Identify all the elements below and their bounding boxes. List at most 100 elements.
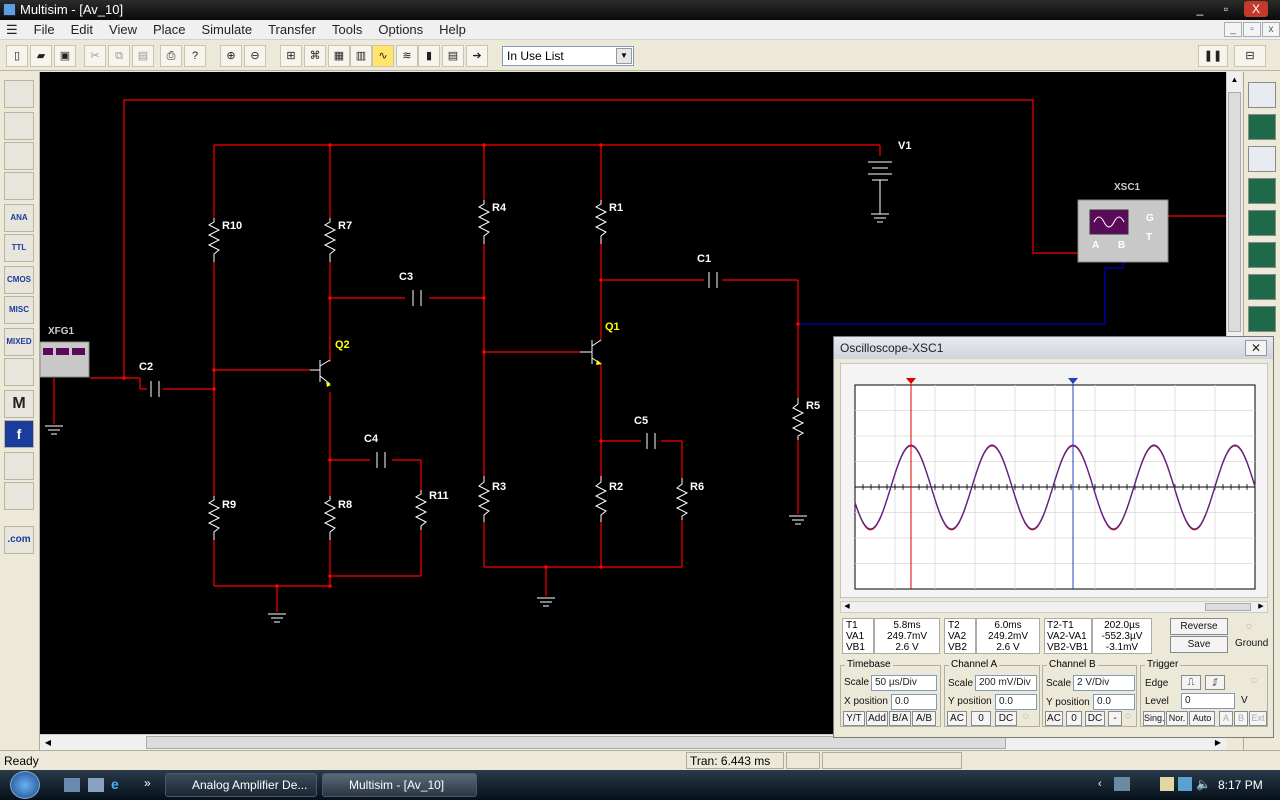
electrical-rules-icon[interactable]: ▮	[418, 45, 440, 67]
hierarchy-icon[interactable]: ⊞	[280, 45, 302, 67]
falling-edge-icon[interactable]: ⎎	[1205, 675, 1225, 690]
ab-button[interactable]: A/B	[912, 711, 936, 726]
channel-a-scale-field[interactable]: 200 mV/Div	[975, 675, 1037, 691]
pause-simulation-icon[interactable]: ❚❚	[1198, 45, 1228, 67]
basic-icon[interactable]	[4, 112, 34, 140]
tray-folder-icon[interactable]	[1160, 777, 1174, 791]
scope-scroll-left-icon[interactable]: ◀	[844, 603, 850, 610]
transistor-icon[interactable]	[4, 172, 34, 200]
database-icon[interactable]: ⌘	[304, 45, 326, 67]
menu-help[interactable]: Help	[439, 22, 466, 37]
cursor-t1-handle[interactable]	[906, 378, 916, 384]
normal-button[interactable]: Nor.	[1166, 711, 1188, 726]
channel-b-invert-button[interactable]: -	[1108, 711, 1122, 726]
multimeter-icon[interactable]	[1248, 82, 1276, 108]
zoom-out-icon[interactable]: ⊖	[244, 45, 266, 67]
word-generator-icon[interactable]	[1248, 242, 1276, 268]
maximize-button[interactable]: ▫	[1223, 2, 1229, 16]
yt-button[interactable]: Y/T	[843, 711, 865, 726]
scope-scroll-thumb[interactable]	[1205, 603, 1251, 611]
function-generator-icon[interactable]	[1248, 114, 1276, 140]
scroll-right-icon[interactable]: ▶	[1214, 738, 1222, 747]
component-wizard-icon[interactable]: ▦	[328, 45, 350, 67]
trigger-b-button[interactable]: B	[1234, 711, 1248, 726]
grapher-icon[interactable]: ∿	[372, 45, 394, 67]
save-button[interactable]: Save	[1170, 636, 1228, 653]
menu-edit[interactable]: Edit	[70, 22, 94, 37]
menu-simulate[interactable]: Simulate	[201, 22, 253, 37]
channel-b-ypos-field[interactable]: 0.0	[1093, 694, 1135, 710]
channel-b-scale-field[interactable]: 2 V/Div	[1073, 675, 1135, 691]
print-icon[interactable]: ⎙	[160, 45, 182, 67]
misc-icon[interactable]: M	[4, 390, 34, 418]
oscilloscope-close-icon[interactable]: ✕	[1245, 340, 1267, 356]
bode-plotter-icon[interactable]	[1248, 210, 1276, 236]
wattmeter-icon[interactable]	[1248, 146, 1276, 172]
logic-converter-icon[interactable]	[1248, 306, 1276, 332]
ba-button[interactable]: B/A	[889, 711, 911, 726]
horizontal-scrollbar[interactable]: ◀ ▶	[40, 734, 1226, 750]
channel-b-zero-button[interactable]: 0	[1066, 711, 1082, 726]
minimize-button[interactable]: _	[1196, 2, 1204, 16]
timebase-scale-field[interactable]: 50 µs/Div	[871, 675, 937, 691]
menu-place[interactable]: Place	[152, 22, 186, 37]
trigger-ext-button[interactable]: Ext	[1249, 711, 1267, 726]
help-icon[interactable]: ?	[184, 45, 206, 67]
chevron-down-icon[interactable]: ▼	[616, 48, 632, 64]
simulation-switch-icon[interactable]: ⊟	[1234, 45, 1266, 67]
misc-digital-icon[interactable]: MISC	[4, 296, 34, 324]
trigger-ground-icon[interactable]: ◌	[1251, 675, 1257, 686]
menu-tools[interactable]: Tools	[332, 22, 363, 37]
vertical-scroll-thumb[interactable]	[1228, 92, 1241, 332]
diode-icon[interactable]	[4, 142, 34, 170]
scroll-up-icon[interactable]: ▲	[1230, 75, 1239, 84]
ground-terminal-icon[interactable]: ◌	[1246, 621, 1252, 632]
internet-explorer-icon[interactable]: e	[111, 776, 119, 792]
tray-app-icon[interactable]	[1114, 777, 1130, 791]
doc-close-button[interactable]: x	[1262, 22, 1280, 37]
power-icon[interactable]	[4, 482, 34, 510]
electromechanical-icon[interactable]	[4, 452, 34, 480]
channel-a-ground-icon[interactable]: ◌	[1023, 711, 1029, 722]
doc-restore-button[interactable]: ▫	[1243, 22, 1261, 37]
netlist-icon[interactable]: ▤	[442, 45, 464, 67]
channel-b-ground-icon[interactable]: ◌	[1125, 711, 1131, 722]
rf-icon[interactable]: f	[4, 420, 34, 448]
single-button[interactable]: Sing.	[1143, 711, 1165, 726]
paste-icon[interactable]: ▤	[132, 45, 154, 67]
copy-icon[interactable]: ⧉	[108, 45, 130, 67]
oscilloscope-title-bar[interactable]: Oscilloscope-XSC1 ✕	[834, 337, 1273, 359]
auto-button[interactable]: Auto	[1189, 711, 1215, 726]
menu-options[interactable]: Options	[378, 22, 424, 37]
cursor-t2-handle[interactable]	[1068, 378, 1078, 384]
task-multisim[interactable]: Multisim - [Av_10]	[322, 773, 477, 797]
channel-a-zero-button[interactable]: 0	[971, 711, 991, 726]
mixed-icon[interactable]: MIXED	[4, 328, 34, 356]
start-button[interactable]	[10, 771, 40, 799]
rising-edge-icon[interactable]: ⎍	[1181, 675, 1201, 690]
analog-icon[interactable]: ANA	[4, 204, 34, 232]
horizontal-scroll-thumb[interactable]	[146, 736, 1006, 749]
menu-file[interactable]: File	[33, 22, 55, 37]
scope-scroll-right-icon[interactable]: ▶	[1258, 603, 1264, 610]
menu-view[interactable]: View	[109, 22, 137, 37]
zoom-in-icon[interactable]: ⊕	[220, 45, 242, 67]
close-button[interactable]: X	[1244, 1, 1268, 17]
tray-network-icon[interactable]	[1178, 777, 1192, 791]
x-position-field[interactable]: 0.0	[891, 694, 937, 710]
switch-windows-icon[interactable]	[88, 778, 104, 792]
channel-b-dc-button[interactable]: DC	[1085, 711, 1105, 726]
ttl-icon[interactable]: TTL	[4, 234, 34, 262]
show-desktop-icon[interactable]	[64, 778, 80, 792]
open-icon[interactable]: ▰	[30, 45, 52, 67]
new-icon[interactable]: ▯	[6, 45, 28, 67]
cmos-icon[interactable]: CMOS	[4, 266, 34, 294]
channel-a-dc-button[interactable]: DC	[995, 711, 1017, 726]
cut-icon[interactable]: ✂	[84, 45, 106, 67]
scope-scrollbar[interactable]: ◀ ▶	[840, 601, 1268, 613]
spreadsheet-icon[interactable]: ▥	[350, 45, 372, 67]
scroll-left-icon[interactable]: ◀	[44, 738, 52, 747]
channel-b-ac-button[interactable]: AC	[1045, 711, 1063, 726]
sources-icon[interactable]	[4, 80, 34, 108]
reverse-button[interactable]: Reverse	[1170, 618, 1228, 635]
